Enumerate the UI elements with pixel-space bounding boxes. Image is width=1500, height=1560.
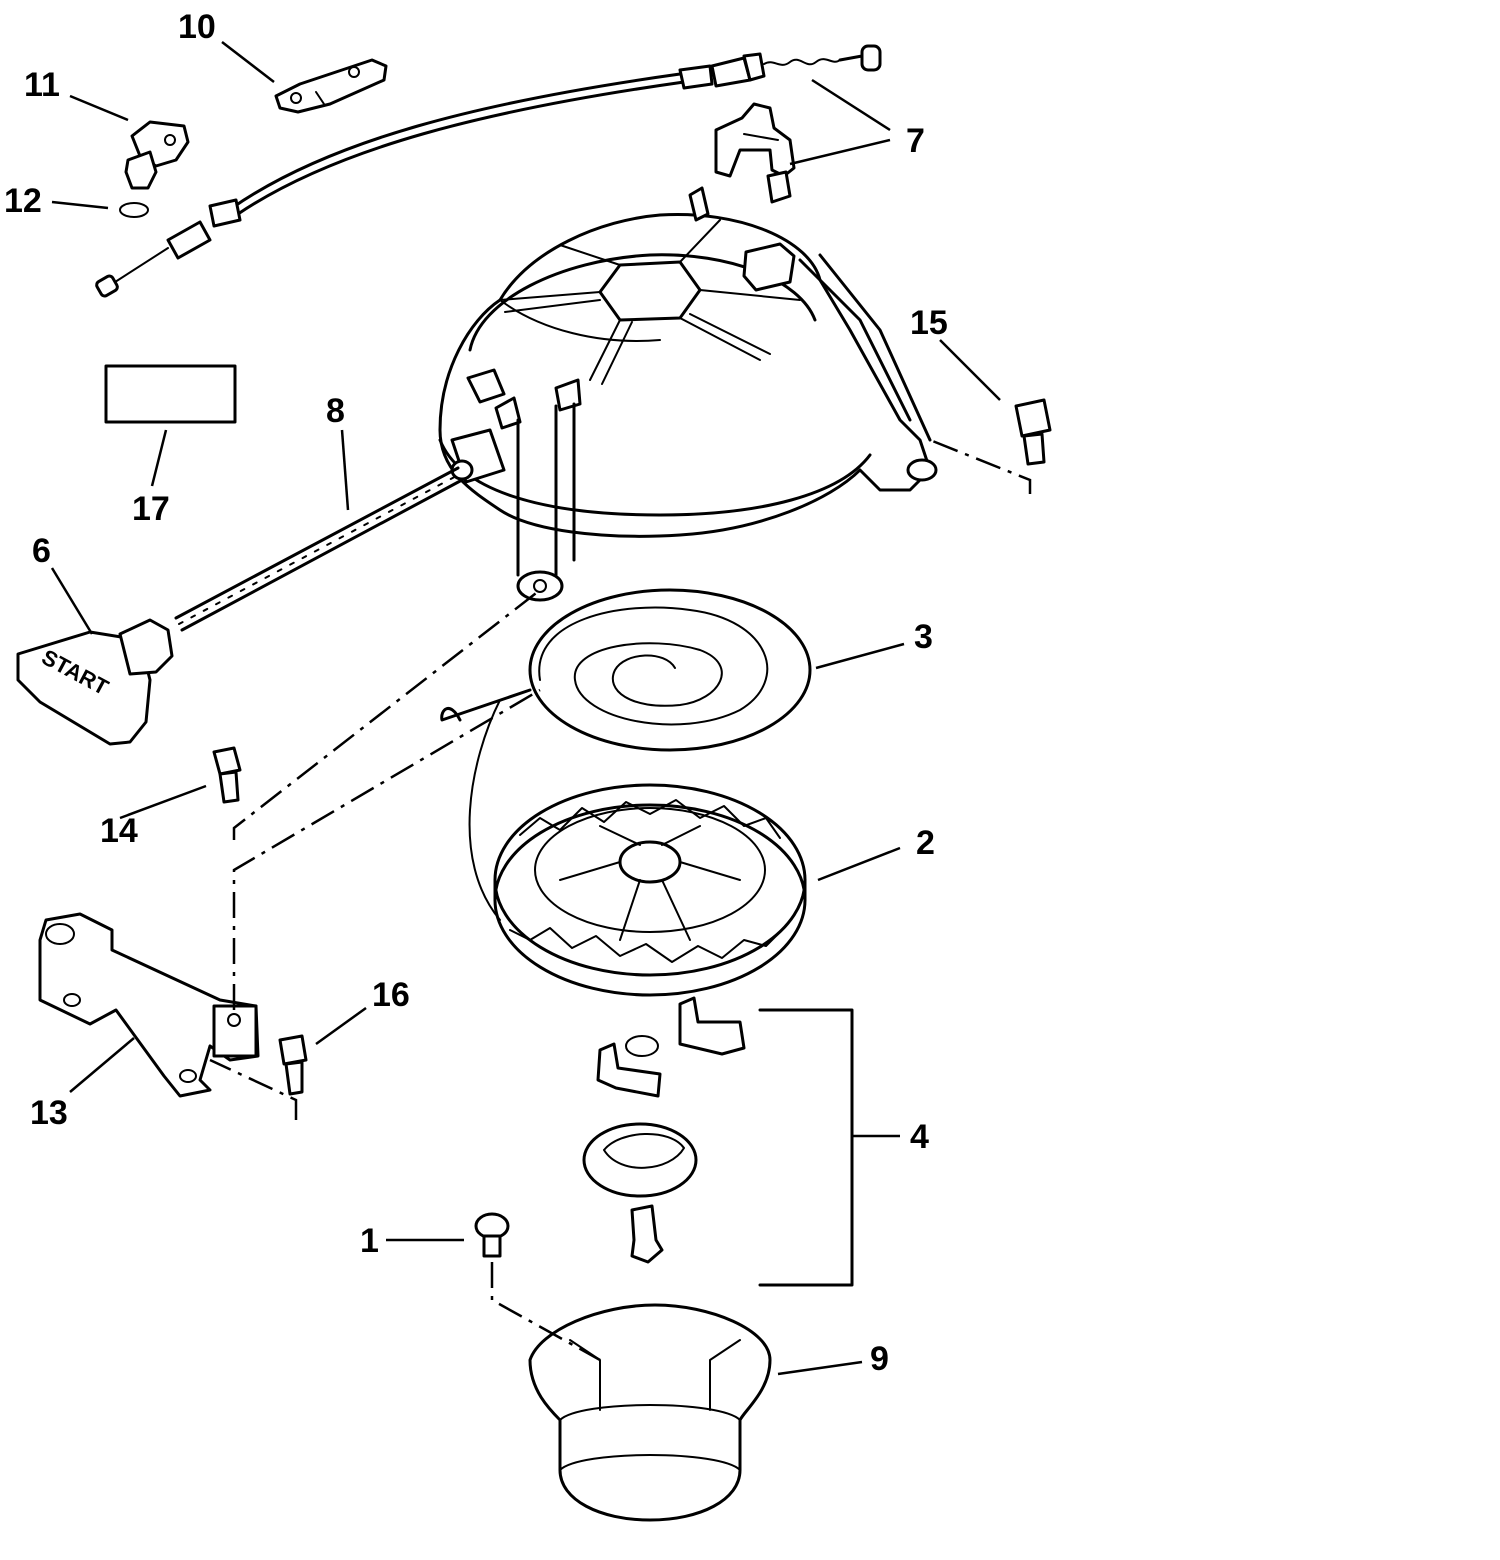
callout-11: 11 xyxy=(24,66,60,104)
part-17-decal xyxy=(104,364,237,424)
callout-6: 6 xyxy=(32,532,51,570)
callout-9: 9 xyxy=(870,1340,889,1378)
starter-housing xyxy=(438,186,938,602)
part-12-clip xyxy=(119,202,149,218)
part-15-bolt xyxy=(1014,398,1052,466)
part-16-bolt xyxy=(278,1034,308,1096)
part-4-pawl-assembly xyxy=(582,996,900,1287)
part-11-bracket xyxy=(124,120,190,190)
part-14-bolt xyxy=(212,746,242,804)
callout-numbers: 10 11 12 7 15 8 17 6 3 14 2 16 13 4 1 9 xyxy=(4,8,948,1378)
callout-1: 1 xyxy=(360,1222,379,1260)
callout-17: 17 xyxy=(132,490,170,528)
assembly-center-lines xyxy=(209,438,1032,1362)
callout-12: 12 xyxy=(4,182,42,220)
callout-16: 16 xyxy=(372,976,410,1014)
callout-14: 14 xyxy=(100,812,138,850)
part-13-mounting-bracket xyxy=(38,912,260,1098)
callout-10: 10 xyxy=(178,8,216,46)
part-9-starter-cup xyxy=(528,1303,772,1522)
part-3-rewind-spring xyxy=(440,588,812,752)
part-1-screw xyxy=(474,1212,510,1258)
part-6-starter-handle: START xyxy=(16,618,174,746)
part-8-starter-rope xyxy=(174,466,464,632)
callout-8: 8 xyxy=(326,392,345,430)
callout-4: 4 xyxy=(910,1118,929,1156)
throttle-cable xyxy=(95,44,882,298)
callout-2: 2 xyxy=(916,824,935,862)
part-2-rope-pulley xyxy=(468,699,807,997)
part-10-plate xyxy=(274,58,388,114)
callout-3: 3 xyxy=(914,618,933,656)
callout-7: 7 xyxy=(906,122,925,160)
part-7-lever xyxy=(714,102,796,204)
leader-lines xyxy=(50,41,1001,1376)
callout-15: 15 xyxy=(910,304,948,342)
callout-13: 13 xyxy=(30,1094,68,1132)
